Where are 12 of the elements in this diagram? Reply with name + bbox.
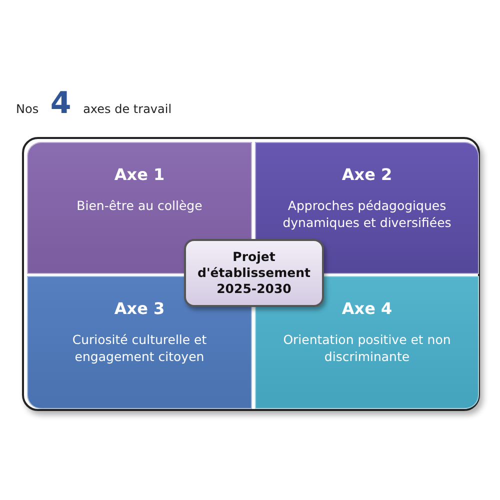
axis-heading: Axe 2 xyxy=(342,165,392,184)
title: Nos 4 axes de travail xyxy=(16,86,172,121)
axis-heading: Axe 3 xyxy=(114,299,165,318)
axis-description: Curiosité culturelle et engagement citoyen xyxy=(71,332,208,366)
axis-heading: Axe 4 xyxy=(342,299,392,318)
frame-box xyxy=(22,137,480,411)
axis-description: Orientation positive et non discriminante xyxy=(282,332,452,366)
center-box xyxy=(184,239,324,307)
axis-heading: Axe 1 xyxy=(114,165,165,184)
axis-description: Approches pédagogiques dynamiques et diversifiées xyxy=(282,198,452,232)
axis-description: Bien-être au collège xyxy=(76,198,204,215)
center-text: Projet d'établissement 2025-2030 xyxy=(196,248,312,298)
